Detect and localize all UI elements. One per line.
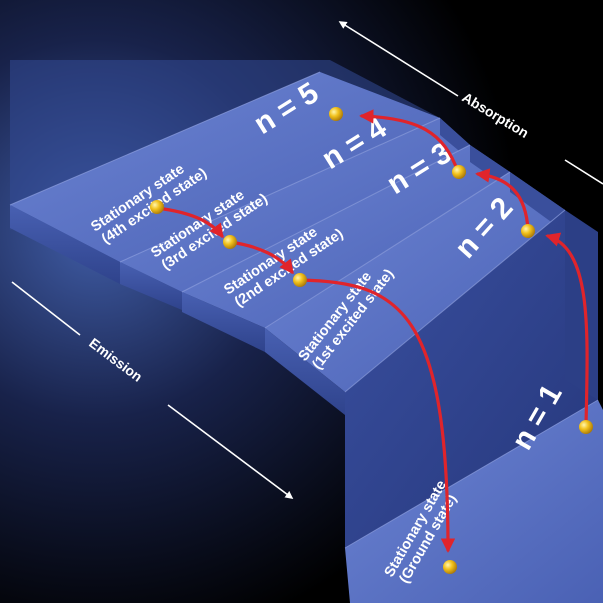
transition-4-to-3 [228, 240, 294, 275]
step-top-n3 [182, 145, 510, 328]
electron-dot-icon [579, 420, 593, 434]
electron-dot-icon [452, 165, 466, 179]
transition-1-to-2 [545, 232, 589, 428]
step-side-tall [565, 210, 598, 400]
transition-5-to-4 [155, 206, 224, 239]
step-edges [9, 71, 599, 549]
electron-dot-icon [521, 224, 535, 238]
step-top-n4 [120, 118, 470, 292]
emission-transitions [155, 206, 456, 553]
step-top-n2 [265, 172, 565, 392]
transition-3-to-1 [298, 278, 456, 553]
transition-3-to-5 [359, 109, 460, 174]
step-side-n2 [510, 172, 565, 232]
electron-dot-icon [150, 200, 164, 214]
step-top-n1 [345, 400, 603, 603]
electron-dot-icon [329, 107, 343, 121]
arrow-up-left-icon [338, 21, 459, 97]
step-riser-n4 [120, 262, 182, 310]
step-riser-n3 [182, 292, 265, 352]
electrons [150, 107, 593, 574]
electron-dot-icon [223, 235, 237, 249]
step-riser-n5 [10, 205, 120, 284]
emission-line-head [11, 281, 81, 336]
electron-dot-icon [293, 273, 307, 287]
electron-dot-icon [443, 560, 457, 574]
absorption-transitions [359, 109, 589, 428]
step-riser-n2 [265, 328, 345, 415]
transition-2-to-3 [475, 168, 530, 232]
absorption-line-tail [564, 159, 603, 185]
arrow-down-right-icon [167, 404, 294, 499]
